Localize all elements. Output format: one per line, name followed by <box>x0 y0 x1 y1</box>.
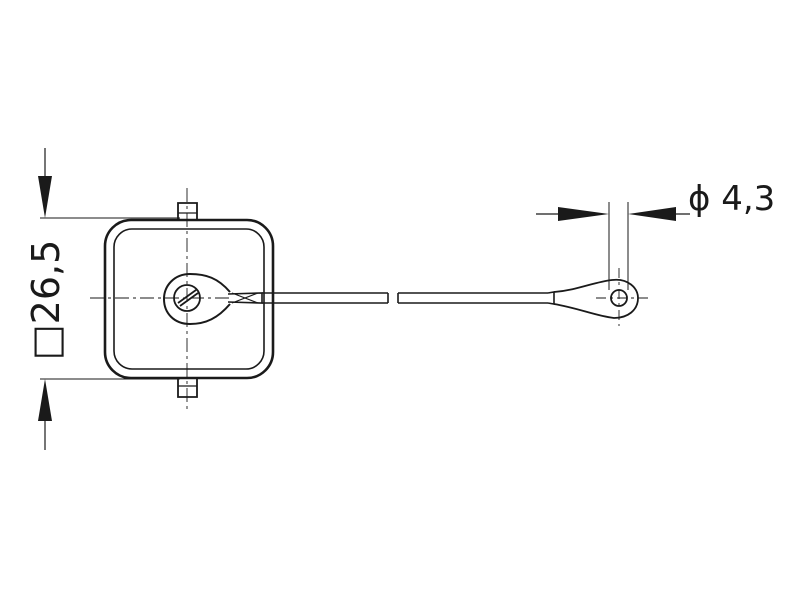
screw-slot-a <box>177 289 197 304</box>
cap-outer-outline <box>103 218 275 380</box>
cover-cap <box>90 188 275 410</box>
hole-diameter-label: ϕ 4,3 <box>688 179 775 219</box>
crimp-cross-b <box>231 292 259 304</box>
cable-left <box>227 292 389 304</box>
ring-terminal <box>553 268 650 326</box>
arrowhead-left-icon <box>628 207 676 221</box>
arrowhead-down-icon <box>38 176 52 218</box>
crimp-sleeve-left <box>227 292 263 304</box>
screw-slot-b <box>179 292 199 307</box>
arrowhead-right-icon <box>558 207 609 221</box>
square-dimension: □26,5 <box>24 148 180 450</box>
cap-inner-outline <box>113 228 265 370</box>
screw-head-icon <box>173 284 201 312</box>
ring-terminal-outline <box>553 278 639 319</box>
cap-tab-top <box>177 202 198 220</box>
hole-dimension: ϕ 4,3 <box>536 179 775 290</box>
eyelet-outline <box>162 272 231 326</box>
crimp-sleeve-right <box>547 291 555 305</box>
cable-right <box>397 291 555 305</box>
square-size-label: □26,5 <box>24 240 68 361</box>
cap-tab-bottom <box>177 378 198 398</box>
arrowhead-up-icon <box>38 379 52 421</box>
